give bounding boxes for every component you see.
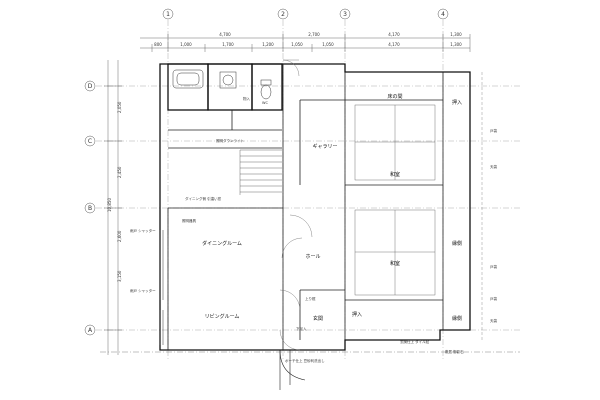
dim-top-4: 1,300 bbox=[450, 32, 462, 37]
porch-outline bbox=[279, 349, 306, 390]
dim-top2-3: 1,700 bbox=[222, 42, 234, 47]
sink-icon bbox=[219, 71, 237, 89]
grid-column-markers bbox=[162, 8, 449, 20]
room-label-living: リビングルーム bbox=[205, 313, 240, 320]
dim-top2-4: 1,200 bbox=[262, 42, 274, 47]
tatami-room-bottom bbox=[354, 209, 436, 296]
grid-label-1: 1 bbox=[166, 11, 170, 18]
dim-top-2: 2,700 bbox=[308, 32, 320, 37]
walls bbox=[159, 63, 471, 351]
grid-bubble-a bbox=[84, 324, 96, 336]
tatami-room-top bbox=[354, 104, 436, 181]
room-label-hall: ホール bbox=[305, 254, 320, 260]
note-window: ダイニング側 引違い窓 bbox=[185, 196, 222, 201]
room-label-dining: ダイニングルーム bbox=[202, 240, 242, 247]
note-fixture-top: 照明ダウンライト bbox=[216, 138, 244, 143]
grid-label-b: B bbox=[88, 205, 92, 212]
grid-bubble-c bbox=[84, 135, 96, 147]
dim-top2-8: 1,300 bbox=[450, 42, 462, 47]
grid-label-c: C bbox=[88, 138, 92, 145]
grid-label-4: 4 bbox=[441, 11, 445, 18]
note-bottom-2: 敷居 御影石 bbox=[445, 349, 464, 354]
left-dimension-lines bbox=[104, 60, 122, 355]
dim-left-total: 10,850 bbox=[107, 198, 112, 212]
note-bottom: 玄関仕上 タイル貼 bbox=[400, 339, 430, 344]
note-right-5: 天袋 bbox=[490, 318, 498, 323]
door-swings bbox=[279, 59, 313, 351]
room-label-washitsu-1: 和室 bbox=[390, 171, 400, 178]
note-porch: ポーチ仕上 豆砂利洗出し bbox=[285, 358, 325, 363]
room-label-gallery: ギャラリー bbox=[312, 144, 337, 150]
grid-label-3: 3 bbox=[343, 11, 347, 18]
grid-bubble-1 bbox=[162, 8, 174, 20]
note-entry-step: 上り框 bbox=[305, 296, 316, 301]
room-label-washitsu-2: 和室 bbox=[390, 260, 400, 267]
room-label-oshiire-top: 押入 bbox=[452, 99, 462, 106]
inner-walls bbox=[167, 64, 444, 350]
note-shutter-2: 雨戸 シャッター bbox=[130, 288, 156, 293]
grid-label-a: A bbox=[88, 327, 93, 334]
grid-label-d: D bbox=[88, 83, 93, 90]
dim-top-3: 4,170 bbox=[388, 32, 400, 37]
dim-top2-6: 1,050 bbox=[322, 42, 334, 47]
stairs bbox=[239, 149, 282, 195]
note-fixture-mid: 照明器具 bbox=[182, 218, 196, 223]
note-right-1: 戸袋 bbox=[490, 128, 498, 133]
toilet-icon bbox=[260, 79, 272, 100]
grid-bubble-3 bbox=[339, 8, 351, 20]
grid-bubble-4 bbox=[437, 8, 449, 20]
room-label-oshiire-bottom: 押入 bbox=[352, 311, 362, 318]
bathtub-icon bbox=[172, 69, 204, 89]
room-label-engawa-2: 縁側 bbox=[452, 315, 462, 322]
note-shutter-1: 雨戸 シャッター bbox=[130, 228, 156, 233]
dim-top2-5: 1,050 bbox=[291, 42, 303, 47]
note-right-4: 戸袋 bbox=[490, 296, 498, 301]
dim-top2-2: 1,000 bbox=[180, 42, 192, 47]
note-right-2: 天袋 bbox=[490, 164, 498, 169]
note-storage: 物入 bbox=[243, 96, 250, 101]
dim-left-2: 2,450 bbox=[117, 166, 122, 178]
grid-row-markers bbox=[84, 80, 96, 336]
grid-bubble-2 bbox=[277, 8, 289, 20]
top-dimension-lines bbox=[140, 34, 471, 52]
grid-bubble-b bbox=[84, 202, 96, 214]
room-label-tokonoma: 床の間 bbox=[387, 93, 402, 100]
grid-label-2: 2 bbox=[281, 11, 285, 18]
dim-top2-7: 4,170 bbox=[388, 42, 400, 47]
room-label-engawa: 縁側 bbox=[452, 240, 462, 247]
dim-left-1: 2,050 bbox=[117, 101, 122, 113]
dim-left-4: 3,150 bbox=[117, 270, 122, 282]
room-label-entrance: 玄関 bbox=[313, 315, 323, 322]
note-right-3: 戸袋 bbox=[490, 264, 498, 269]
dim-top2-1: 800 bbox=[154, 42, 162, 47]
note-shoe-box: 下足入 bbox=[296, 326, 307, 331]
left-windows bbox=[159, 230, 164, 345]
dim-left-3: 2,600 bbox=[117, 230, 122, 242]
note-wc: WC bbox=[262, 101, 268, 105]
grid-bubble-d bbox=[84, 80, 96, 92]
dim-top-1: 4,700 bbox=[219, 32, 231, 37]
